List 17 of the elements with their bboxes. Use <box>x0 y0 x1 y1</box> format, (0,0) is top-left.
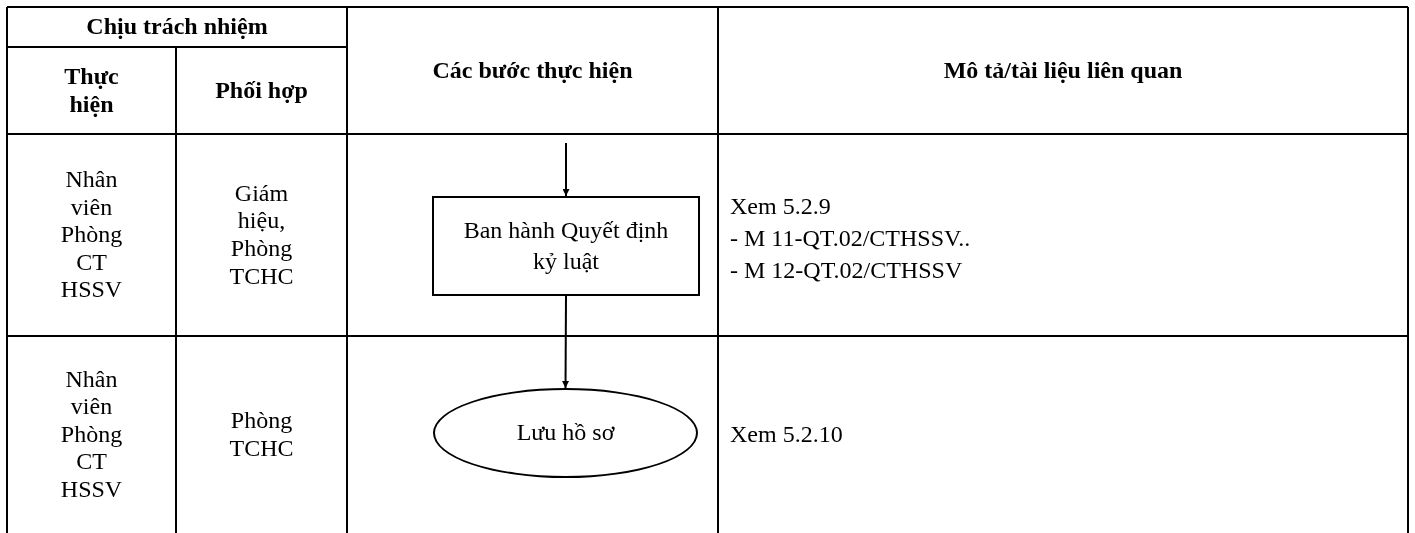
table-header: Mô tả/tài liệu liên quan <box>943 56 1183 85</box>
arrow <box>562 295 570 389</box>
arrow <box>562 142 570 197</box>
table-header: Thực hiện <box>63 62 120 119</box>
terminal-ellipse: Lưu hồ sơ <box>433 388 698 478</box>
cell-text: - M 12-QT.02/CTHSSV <box>730 257 963 285</box>
cell-text: - M 11-QT.02/CTHSSV.. <box>730 225 971 253</box>
table-header: Phối hợp <box>215 76 308 105</box>
cell-text: Xem 5.2.10 <box>730 420 843 449</box>
cell-text: Phòng TCHC <box>228 406 295 463</box>
cell-text: Nhân viên Phòng CT HSSV <box>59 166 124 304</box>
process-box: Ban hành Quyết định kỷ luật <box>432 196 700 296</box>
table-header: Chịu trách nhiệm <box>86 13 268 41</box>
cell-text: Nhân viên Phòng CT HSSV <box>59 365 124 504</box>
cell-text: Xem 5.2.9 <box>730 193 831 221</box>
cell-text: Giám hiệu, Phòng TCHC <box>228 179 295 291</box>
table-header: Các bước thực hiện <box>432 56 633 85</box>
